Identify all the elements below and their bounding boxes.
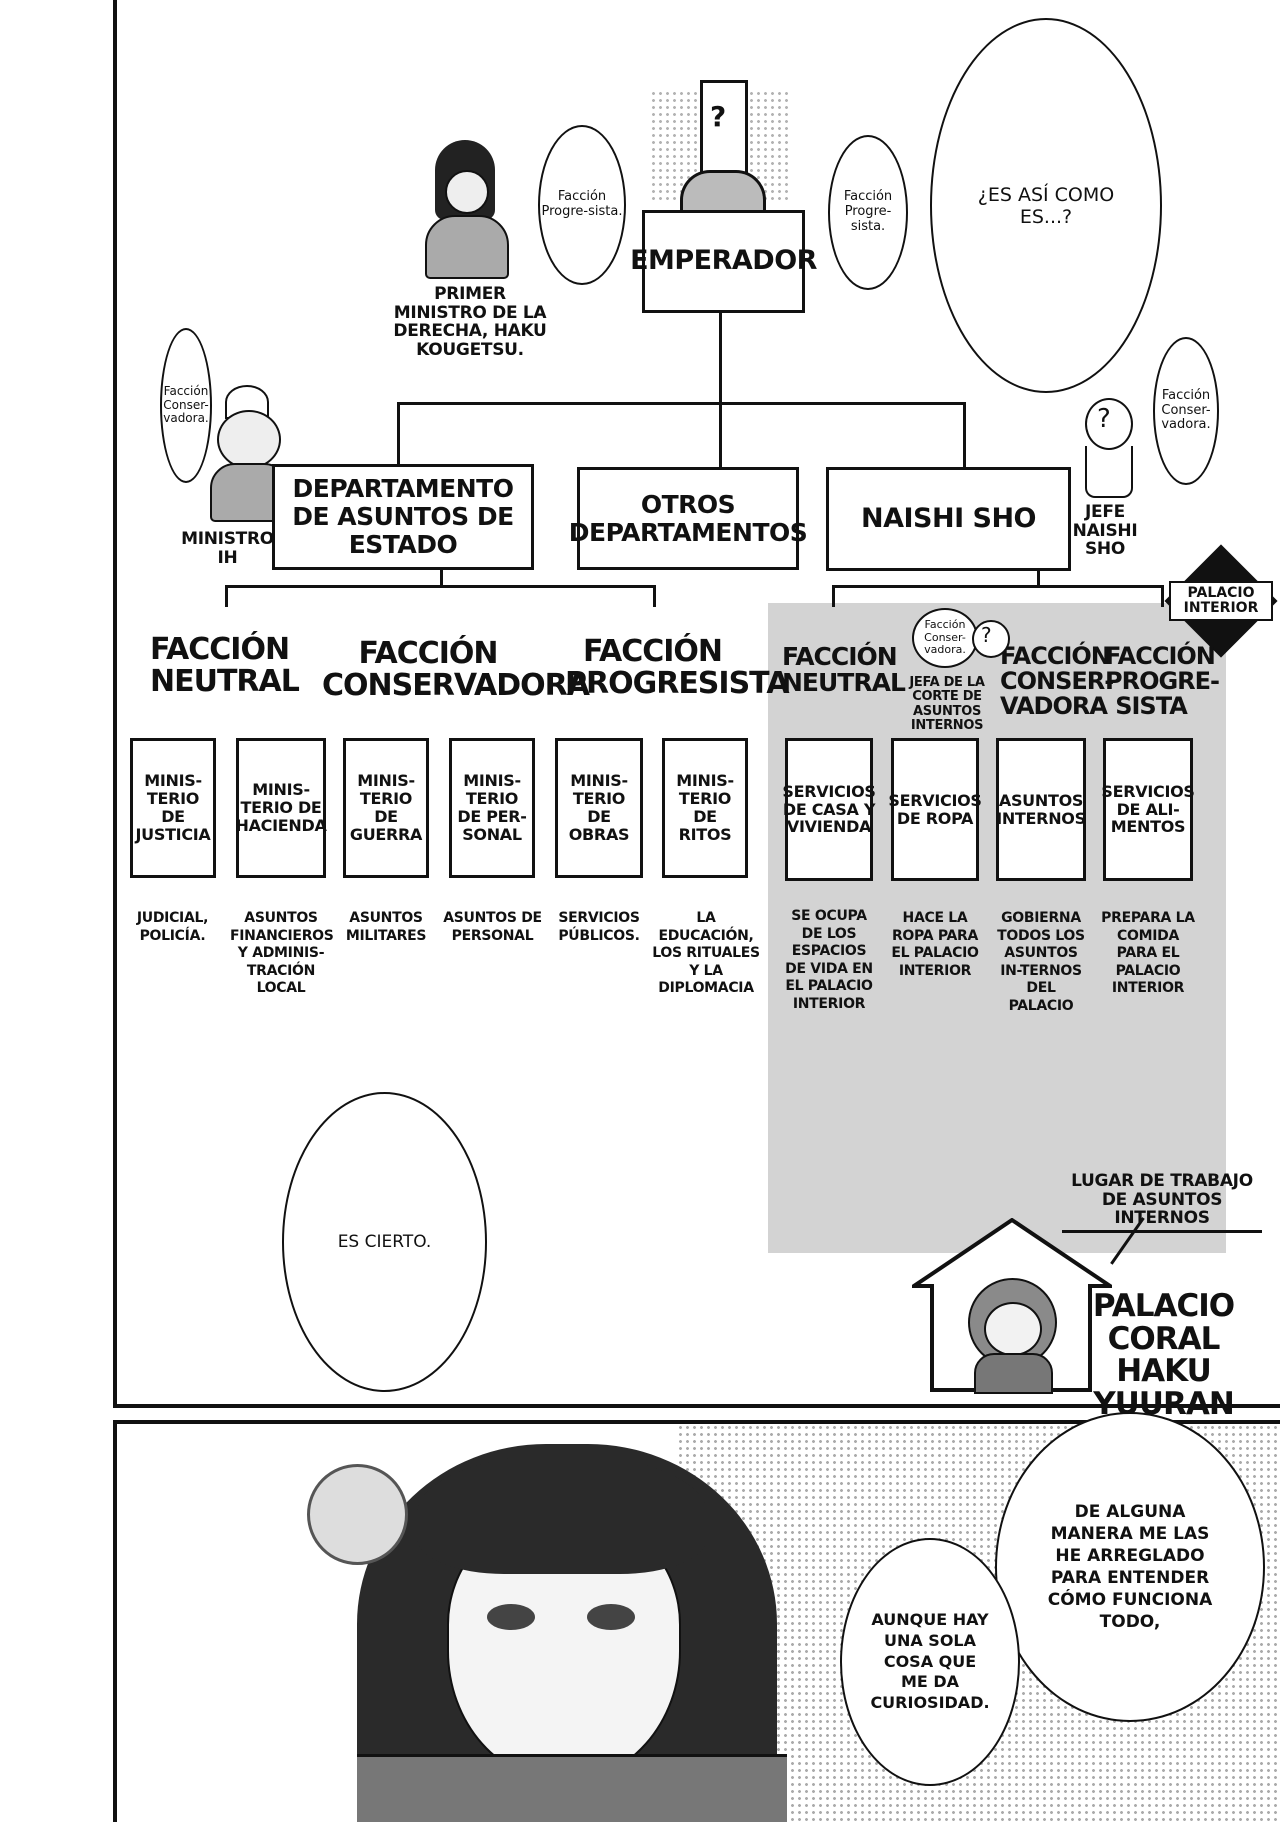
inner-palace-area [768, 603, 1226, 1253]
ministry-box: SERVICIOS DE ROPA [888, 738, 982, 881]
ministry-box: MINIS-TERIO DE OBRAS [555, 738, 643, 878]
connector-line [1161, 585, 1164, 607]
emperor-figure: ? [650, 80, 790, 213]
flower-ornament [307, 1464, 408, 1565]
ministry-description: ASUNTOS DE PERSONAL [443, 910, 542, 944]
faction-progressive-label: FACCIÓN PROGRE-SISTA [1105, 642, 1220, 721]
ministry-description: SE OCUPA DE LOS ESPACIOS DE VIDA EN EL P… [785, 908, 873, 1012]
connector-line [832, 585, 1164, 588]
speech-bubble: ES CIERTO. [282, 1092, 487, 1392]
palace-label: PALACIO CORAL [1092, 1288, 1235, 1357]
speech-bubble: Facción Progre-sista. [828, 135, 908, 290]
speech-bubble: Facción Conser-vadora. [1153, 337, 1219, 485]
ministry-box: MINIS-TERIO DE JUSTICIA [130, 738, 216, 878]
ministry-box: SERVICIOS DE CASA Y VIVIENDA [782, 738, 876, 881]
ministry-description: PREPARA LA COMIDA PARA EL PALACIO INTERI… [1101, 910, 1195, 996]
connector-line [440, 567, 443, 587]
question-mark-icon: ? [981, 623, 992, 647]
connector-line [832, 585, 835, 607]
speech-bubble: ¿ES ASÍ COMO ES...? [930, 18, 1162, 393]
house-icon [907, 1217, 1117, 1394]
ministry-description: ASUNTOS MILITARES [345, 910, 427, 944]
minister-ih-label: MINISTRO IH [181, 529, 274, 568]
emperor-box: EMPERADOR [630, 210, 817, 313]
connector-line [719, 310, 722, 402]
other-depts-box: OTROS DEPARTAMENTOS [569, 467, 808, 570]
character-hair-bangs [417, 1454, 707, 1574]
inner-palace-tag: PALACIO INTERIOR [1164, 544, 1278, 658]
character-robe [357, 1754, 787, 1822]
connector-line [225, 585, 228, 607]
speech-bubble: Facción Conser-vadora. [160, 328, 212, 483]
connector-line [397, 402, 965, 405]
palace-name: PALACIO CORAL HAKU YUURAN [1056, 1290, 1271, 1420]
connector-line [397, 402, 400, 464]
connector-line [963, 402, 966, 468]
prime-minister-figure [415, 130, 515, 280]
ministry-description: LA EDUCACIÓN, LOS RITUALES Y LA DIPLOMAC… [652, 910, 760, 996]
question-mark-icon: ? [1097, 404, 1111, 434]
connector-line [1037, 570, 1040, 587]
court-head-label: JEFA DE LA CORTE DE ASUNTOS INTERNOS [909, 675, 985, 733]
faction-progressive-label: FACCIÓN PROGRESISTA [565, 634, 790, 701]
naishi-head-figure: ? [1077, 398, 1137, 498]
ministry-box: SERVICIOS DE ALI-MENTOS [1101, 738, 1195, 881]
eye [487, 1604, 535, 1630]
question-mark-icon: ? [710, 100, 727, 133]
speech-bubble: AUNQUE HAY UNA SOLA COSA QUE ME DA CURIO… [840, 1538, 1020, 1786]
ministry-description: HACE LA ROPA PARA EL PALACIO INTERIOR [891, 910, 979, 979]
faction-neutral-label: FACCIÓN NEUTRAL [150, 632, 300, 699]
naishi-sho-box: NAISHI SHO [826, 467, 1071, 571]
ministry-description: SERVICIOS PÚBLICOS. [558, 910, 640, 944]
character-name: HAKU YUURAN [1093, 1353, 1235, 1422]
ministry-box: MINIS-TERIO DE GUERRA [343, 738, 429, 878]
ministry-box: MINIS-TERIO DE HACIENDA [235, 738, 327, 878]
dept-state-affairs-box: DEPARTAMENTO DE ASUNTOS DE ESTADO [272, 464, 534, 570]
prime-minister-label: PRIMER MINISTRO DE LA DERECHA, HAKU KOUG… [393, 284, 547, 361]
speech-bubble: Facción Conser-vadora. [912, 608, 978, 668]
ministry-box: MINIS-TERIO DE RITOS [662, 738, 748, 878]
connector-line [225, 585, 655, 588]
court-head-figure: ? [970, 620, 1010, 680]
speech-bubble: Facción Progre-sista. [538, 125, 626, 285]
ministry-box: MINIS-TERIO DE PER-SONAL [449, 738, 535, 878]
eye [587, 1604, 635, 1630]
faction-conservative-label: FACCIÓN CONSER-VADORA [1000, 642, 1114, 721]
connector-line [719, 402, 722, 468]
ministry-description: JUDICIAL, POLICÍA. [136, 910, 209, 944]
faction-neutral-label: FACCIÓN NEUTRAL [782, 642, 906, 698]
ministry-description: GOBIERNA TODOS LOS ASUNTOS IN-TERNOS DEL… [997, 910, 1085, 1014]
naishi-head-label: JEFE NAISHI SHO [1072, 502, 1138, 560]
connector-line [653, 585, 656, 607]
speech-bubble: DE ALGUNA MANERA ME LAS HE ARREGLADO PAR… [995, 1412, 1265, 1722]
faction-conservative-label: FACCIÓN CONSERVADORA [322, 636, 590, 703]
ministry-description: ASUNTOS FINANCIEROS Y ADMINIS-TRACIÓN LO… [230, 910, 334, 996]
ministry-box: ASUNTOS INTERNOS [996, 738, 1086, 881]
